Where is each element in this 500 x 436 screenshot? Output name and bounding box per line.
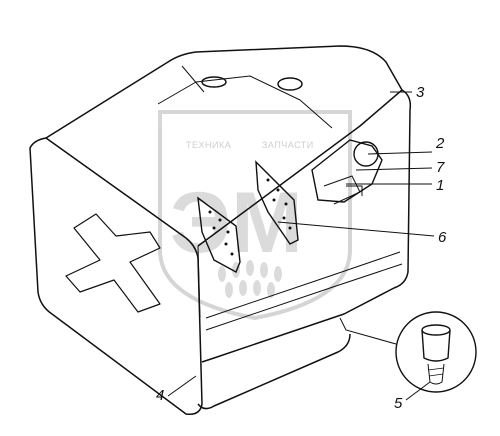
- filler-neck-right: [277, 77, 303, 91]
- callout-6: 6: [438, 229, 447, 246]
- plug-thread: [427, 363, 445, 385]
- callout-1: 1: [436, 177, 444, 194]
- tank-side-band-2: [205, 263, 403, 331]
- gauge-unit: [311, 139, 383, 205]
- leader-4: [167, 375, 197, 397]
- gauge-housing: [311, 139, 383, 203]
- callout-3: 3: [416, 84, 425, 101]
- tank-rear-edge: [197, 245, 201, 319]
- tank-bottom-edge: [197, 333, 351, 410]
- callout-5: 5: [394, 395, 403, 412]
- watermark-logo-text: ЭМ: [170, 175, 303, 271]
- gauge-connector: [346, 185, 363, 196]
- leader-5: [405, 381, 431, 401]
- fuel-tank: [29, 45, 412, 416]
- watermark-wheat: [218, 260, 282, 298]
- mounting-brackets: [197, 160, 299, 273]
- leader-lines: [167, 91, 435, 401]
- tank-top-ridge: [157, 75, 333, 129]
- tank-right-face: [201, 89, 412, 363]
- plug-body: [421, 329, 451, 362]
- leader-2: [367, 151, 433, 155]
- detail-circle: [395, 311, 477, 393]
- gauge-bracket: [323, 175, 361, 205]
- tank-front-face: [29, 137, 203, 416]
- plug-thread-lines: [427, 367, 445, 377]
- leader-6: [277, 221, 435, 237]
- drain-plug-detail: [339, 311, 477, 393]
- callout-7: 7: [436, 159, 445, 176]
- watermark-right-text: ЗАПЧАСТИ: [262, 140, 314, 150]
- filler-neck-left: [201, 76, 227, 88]
- bracket-left: [197, 196, 241, 273]
- bracket-holes: [208, 178, 292, 256]
- bracket-right: [255, 160, 299, 245]
- watermark-left-text: ТЕХНИКА: [186, 140, 231, 150]
- tank-side-band: [205, 251, 401, 319]
- detail-leader: [339, 317, 397, 345]
- leader-7: [355, 167, 433, 171]
- callout-2: 2: [435, 135, 445, 152]
- callout-labels: 1 2 3 4 5 6 7: [156, 84, 447, 412]
- callout-4: 4: [156, 387, 164, 404]
- front-face-emboss: [65, 213, 161, 313]
- tank-top-face: [45, 45, 403, 247]
- plug-top: [421, 324, 451, 336]
- tank-top-ridge-2: [181, 65, 205, 93]
- watermark-shield: [158, 110, 352, 321]
- watermark: ТЕХНИКА ЗАПЧАСТИ ЭМ: [158, 110, 352, 321]
